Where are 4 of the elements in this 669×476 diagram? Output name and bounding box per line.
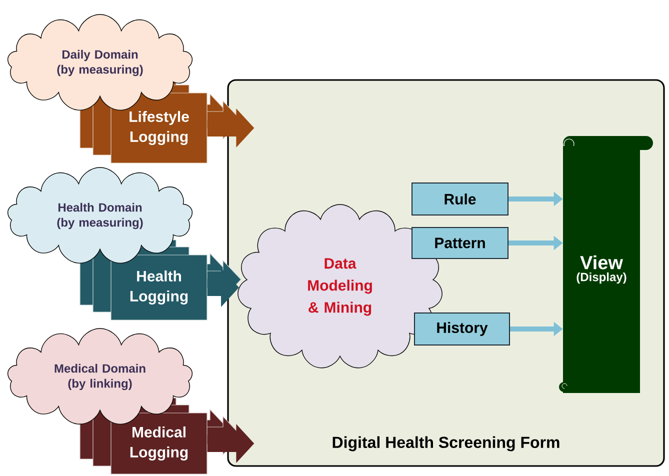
process-box: Pattern — [412, 227, 508, 259]
view-scroll: View (Display) — [559, 136, 653, 393]
process-box: History — [414, 312, 510, 346]
process-box: Rule — [412, 182, 508, 216]
